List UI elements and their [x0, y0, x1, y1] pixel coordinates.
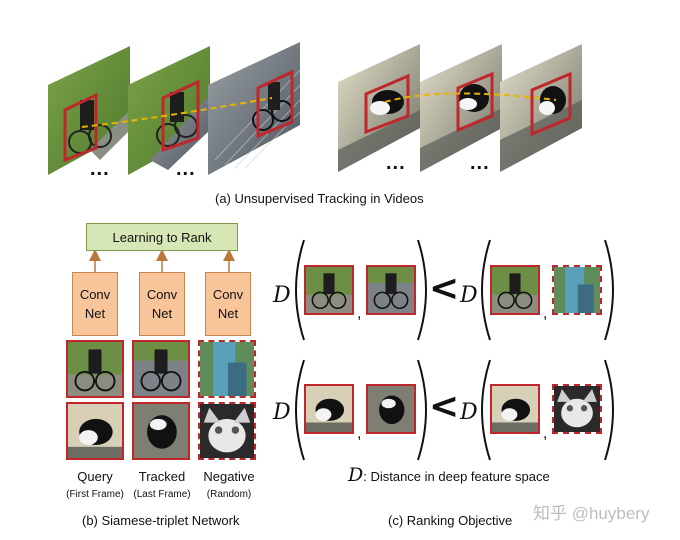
rank-patch-r2-tracked	[366, 384, 416, 434]
patch-tracked-bike	[132, 340, 190, 398]
conv-label-line1: Conv	[212, 287, 244, 302]
ranking-parentheses	[295, 239, 614, 461]
conv-label-line2: Net	[151, 306, 173, 321]
rank-patch-r2-negative	[552, 384, 602, 434]
ellipsis-4: ...	[470, 152, 490, 174]
distance-symbol-r1b: D	[460, 283, 478, 308]
caption-ranking-objective: (c) Ranking Objective	[388, 513, 513, 528]
patch-negative-1	[198, 340, 256, 398]
label-query: Query	[77, 469, 113, 484]
ellipsis-3: ...	[386, 152, 406, 174]
ellipsis-1: ...	[90, 158, 110, 180]
rank-patch-r2-query-2	[490, 384, 540, 434]
comma-r1a: ,	[357, 305, 362, 322]
rank-patch-r1-tracked	[366, 265, 416, 315]
less-than-r1: <	[429, 268, 460, 309]
rank-patch-r1-query-2	[490, 265, 540, 315]
patch-query-dog	[66, 402, 124, 460]
legend-text: : Distance in deep feature space	[363, 469, 550, 484]
conv-label-line1: Conv	[79, 287, 111, 302]
patch-negative-2	[198, 402, 256, 460]
rank-patch-r2-query	[304, 384, 354, 434]
less-than-r2: <	[429, 386, 460, 427]
conv-label-line1: Conv	[146, 287, 178, 302]
dog-frame-2	[420, 44, 502, 172]
conv-label-line2: Net	[84, 306, 106, 321]
ellipsis-2: ...	[176, 158, 196, 180]
bike-frame-1	[48, 46, 130, 175]
watermark: 知乎 @huybery	[533, 504, 650, 523]
caption-unsupervised-tracking: (a) Unsupervised Tracking in Videos	[215, 191, 424, 206]
video-frames-illustration	[48, 42, 582, 175]
sublabel-random: (Random)	[206, 489, 252, 500]
comma-r2a: ,	[357, 425, 362, 442]
conv-label-line2: Net	[217, 306, 239, 321]
distance-legend: D: Distance in deep feature space	[348, 464, 550, 486]
learning-to-rank-box: Learning to Rank	[86, 223, 238, 251]
rank-patch-r1-query	[304, 265, 354, 315]
dog-frame-3	[500, 44, 582, 172]
label-negative: Negative	[203, 469, 255, 484]
distance-symbol-r2a: D	[273, 400, 291, 425]
distance-symbol-r2b: D	[460, 400, 478, 425]
label-tracked: Tracked	[138, 469, 186, 484]
comma-r1b: ,	[543, 305, 548, 322]
caption-siamese-network: (b) Siamese-triplet Network	[82, 513, 240, 528]
sublabel-last-frame: (Last Frame)	[133, 489, 191, 500]
patch-tracked-dog	[132, 402, 190, 460]
legend-D-symbol: D	[348, 464, 364, 486]
distance-symbol-r1a: D	[273, 283, 291, 308]
comma-r2b: ,	[543, 425, 548, 442]
network-arrows	[89, 249, 235, 272]
rank-patch-r1-negative	[552, 265, 602, 315]
bike-frame-3	[208, 42, 301, 175]
sublabel-first-frame: (First Frame)	[66, 489, 124, 500]
patch-query-bike	[66, 340, 124, 398]
